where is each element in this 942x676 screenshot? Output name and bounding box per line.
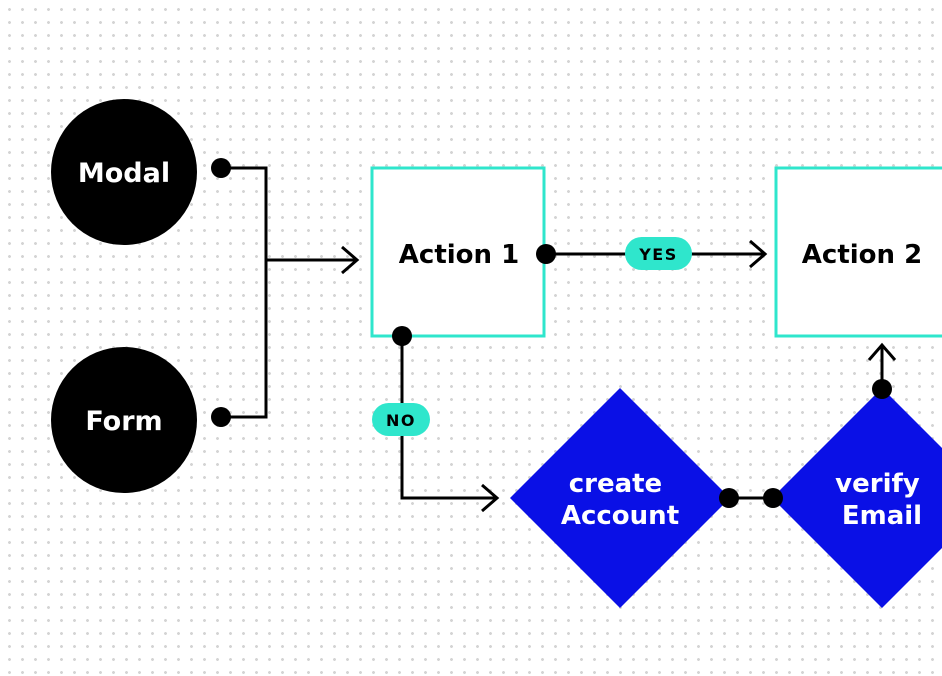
port-form[interactable] — [211, 407, 231, 427]
edge-label-yes: YES — [638, 245, 678, 264]
arrowhead-action1 — [341, 245, 360, 275]
port-verify-email-left[interactable] — [763, 488, 783, 508]
node-verify-email-label: verify Email — [835, 469, 929, 531]
port-create-account-right[interactable] — [719, 488, 739, 508]
node-modal[interactable] — [51, 99, 197, 245]
edge-label-no: NO — [386, 411, 416, 430]
edge-label-no-pill — [372, 403, 430, 436]
arrowhead-action2-bottom — [867, 342, 897, 361]
node-form[interactable] — [51, 347, 197, 493]
edge-label-yes-pill — [625, 237, 692, 270]
connector-form-to-junction — [220, 260, 268, 419]
node-verify-email-line-1: verify — [835, 469, 920, 499]
node-action-2-label: Action 2 — [802, 240, 922, 270]
connector-modal-to-junction — [220, 166, 268, 260]
node-form-label: Form — [85, 406, 162, 437]
port-action1-bottom[interactable] — [392, 326, 412, 346]
arrowhead-create-account — [481, 483, 500, 513]
node-action-1[interactable] — [370, 166, 546, 338]
node-modal-label: Modal — [78, 158, 170, 189]
node-verify-email-line-2: Email — [842, 501, 922, 531]
port-modal[interactable] — [211, 158, 231, 178]
node-verify-email[interactable] — [772, 388, 942, 608]
port-verify-email-top[interactable] — [872, 379, 892, 399]
connector-action1-to-create-account — [400, 336, 496, 500]
node-create-account-line-1: create — [569, 469, 662, 499]
node-create-account-line-2: Account — [561, 501, 679, 531]
arrowhead-action2 — [749, 239, 768, 269]
node-create-account[interactable] — [510, 388, 730, 608]
node-action-2[interactable] — [774, 166, 942, 338]
node-action-1-label: Action 1 — [399, 240, 519, 270]
port-action1-right[interactable] — [536, 244, 556, 264]
node-create-account-label: create Account — [561, 469, 679, 531]
